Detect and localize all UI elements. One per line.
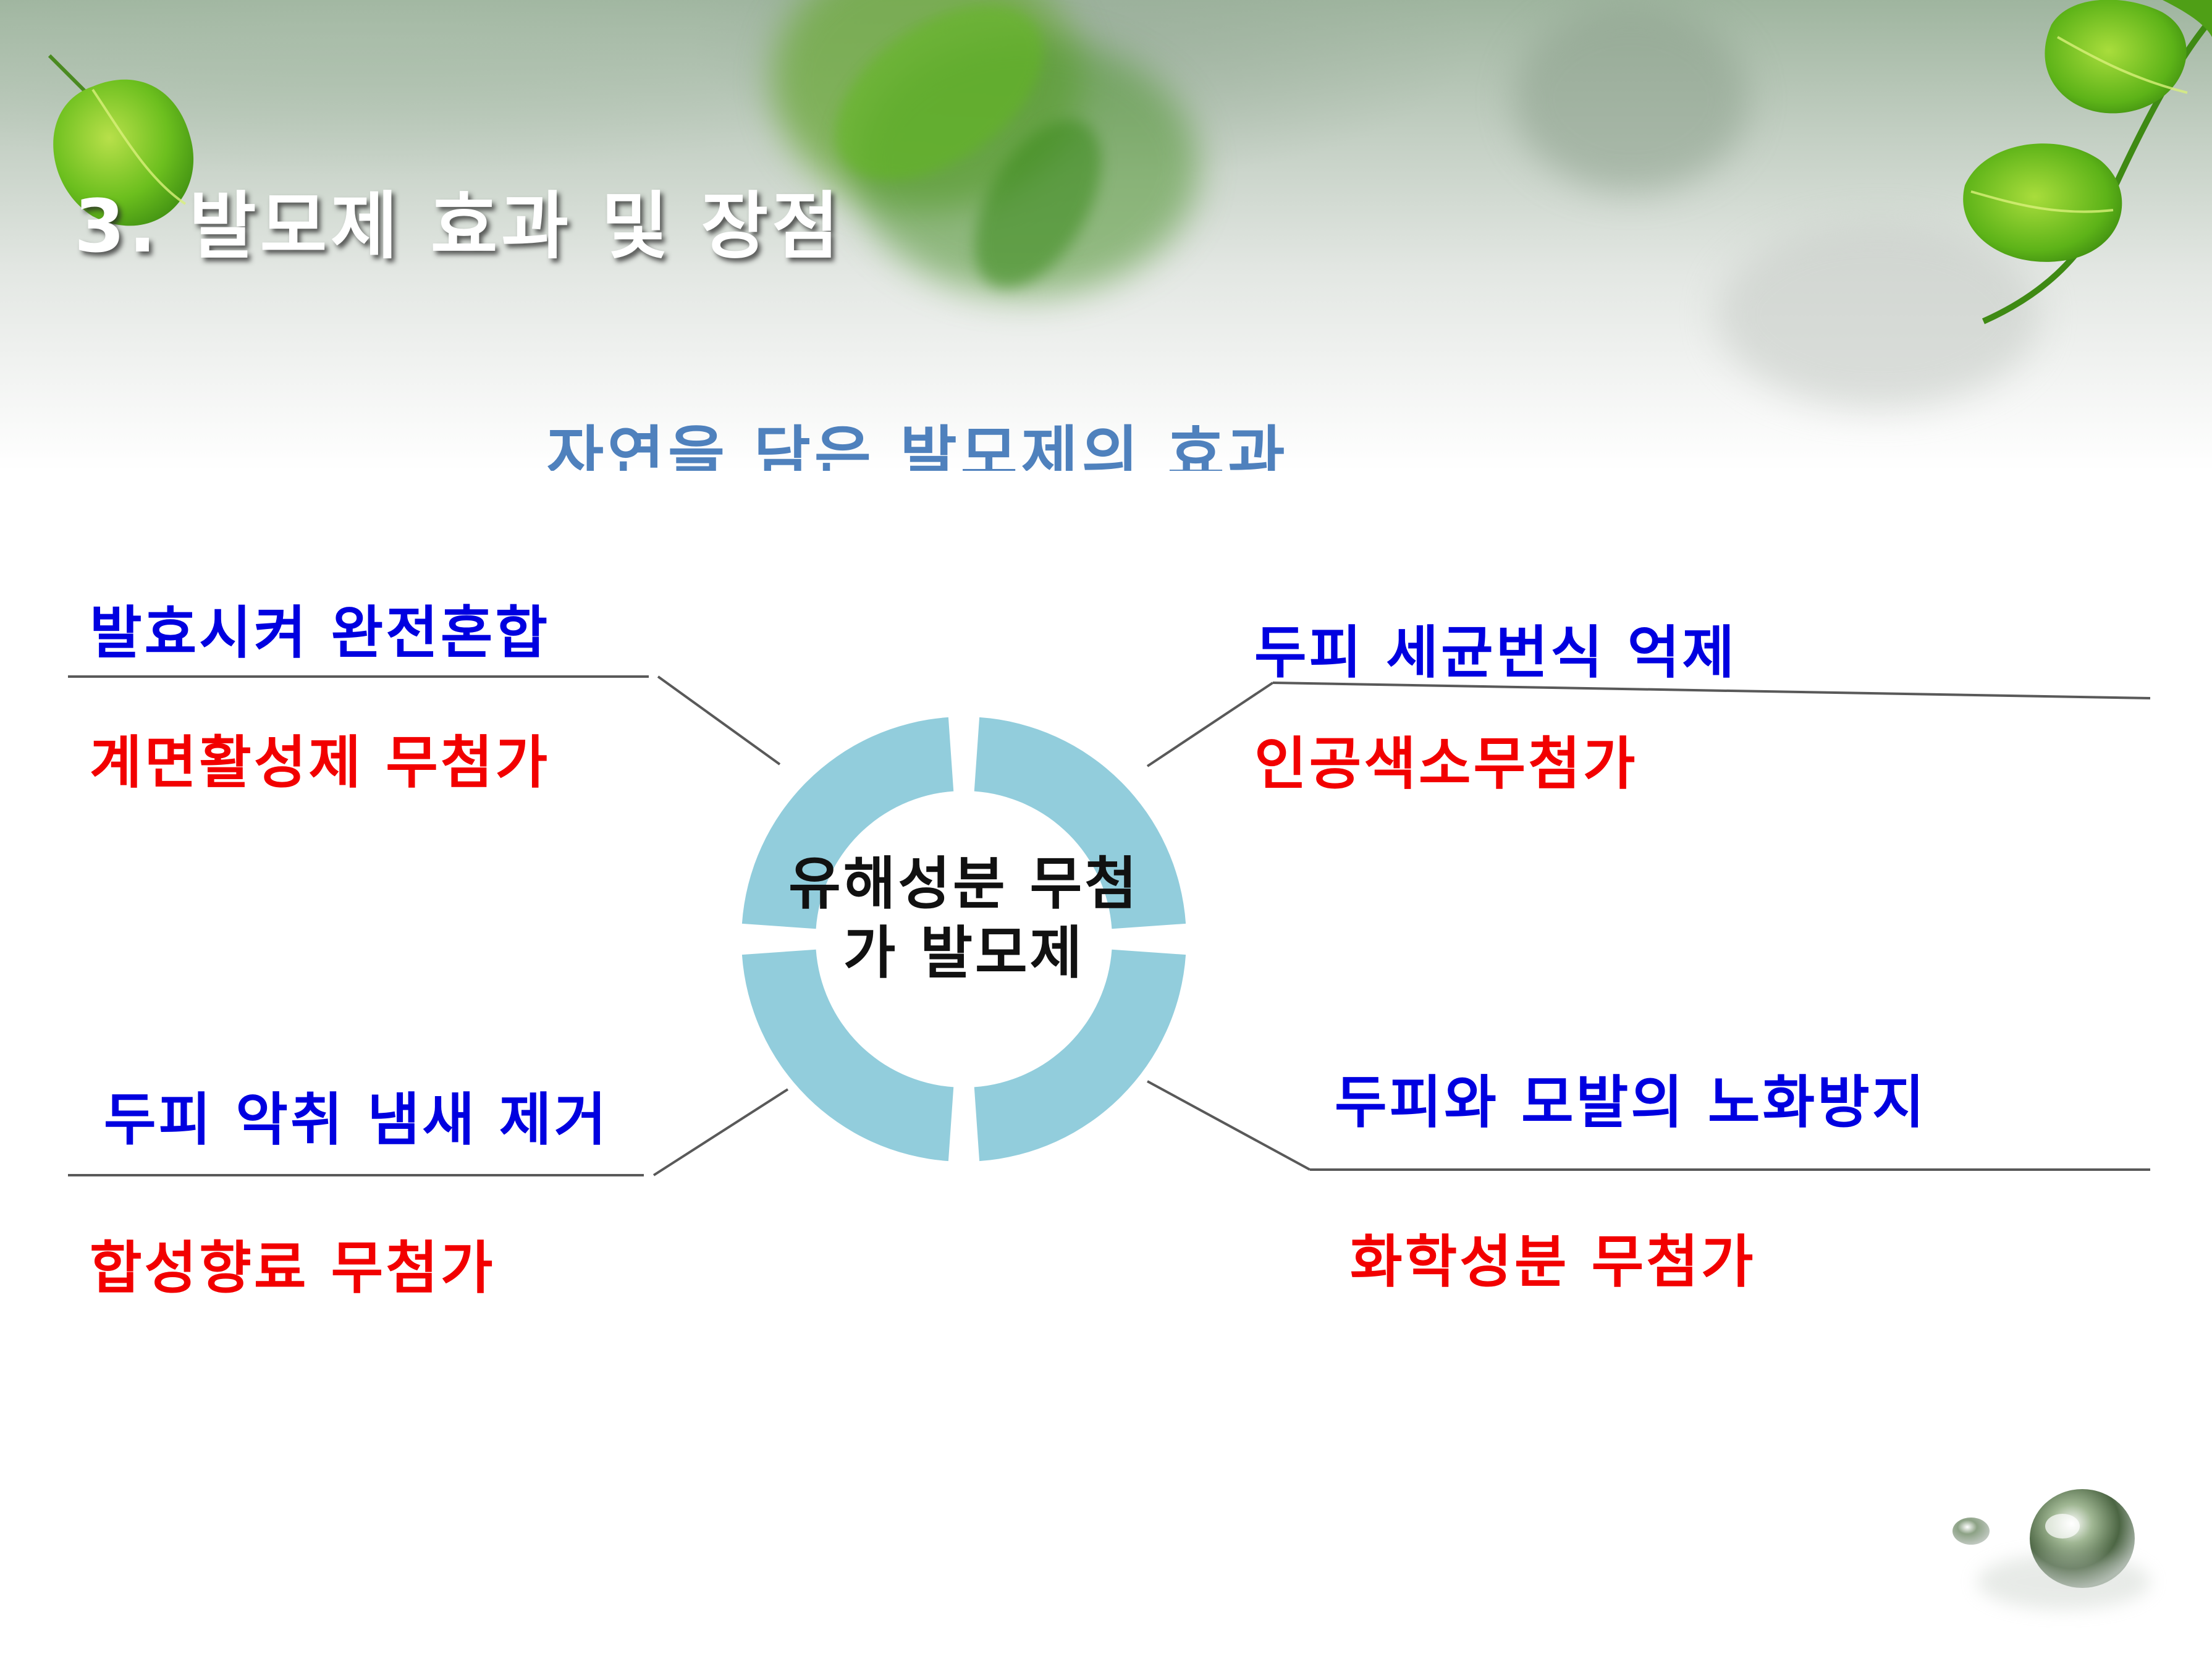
ring-segment-top-right — [741, 717, 954, 929]
center-label: 유해성분 무첨 가 발모제 — [748, 850, 1180, 988]
branch-heading-bottom-left: 두피 악취 냄새 제거 — [104, 1087, 609, 1153]
header-banner: 3. 발모제 효과 및 장점 자연을 담은 발모제의 효과 — [0, 0, 2212, 471]
connector-line-top-right — [1146, 682, 1274, 767]
connector-line-bottom-left — [652, 1088, 789, 1176]
divider-line-top-right — [1272, 682, 2151, 699]
branch-heading-bottom-right: 두피와 모발의 노화방지 — [1335, 1070, 1927, 1136]
background-blur-shape — [1514, 6, 1749, 192]
ring-segment-bottom-left — [974, 949, 1186, 1162]
slide-title: 3. 발모제 효과 및 장점 — [74, 184, 843, 269]
background-blur-shape — [1718, 222, 2039, 408]
ring-segment-bottom-right — [974, 717, 1186, 929]
slide-subtitle: 자연을 담은 발모제의 효과 — [547, 419, 1289, 471]
center-label-line-1: 유해성분 무첨 — [788, 851, 1139, 917]
leaf-decoration-left — [48, 5, 1102, 288]
branch-heading-top-right: 두피 세균번식 억제 — [1254, 620, 1737, 686]
branch-detail-top-left: 계면활성제 무첨가 — [90, 730, 551, 796]
branch-heading-top-left: 발효시켜 완전혼합 — [90, 600, 551, 666]
connector-line-bottom-right — [1147, 1080, 1311, 1171]
branch-detail-bottom-left: 합성향료 무첨가 — [90, 1235, 496, 1301]
ring-segment-top-left — [741, 949, 954, 1162]
leaf-decoration-right — [1963, 0, 2212, 324]
connector-line-top-left — [657, 675, 781, 766]
branch-detail-bottom-right: 화학성분 무첨가 — [1350, 1229, 1756, 1295]
center-label-line-2: 가 발모제 — [843, 920, 1085, 986]
branch-detail-top-right: 인공색소무첨가 — [1254, 731, 1638, 797]
center-ring — [741, 717, 1186, 1162]
